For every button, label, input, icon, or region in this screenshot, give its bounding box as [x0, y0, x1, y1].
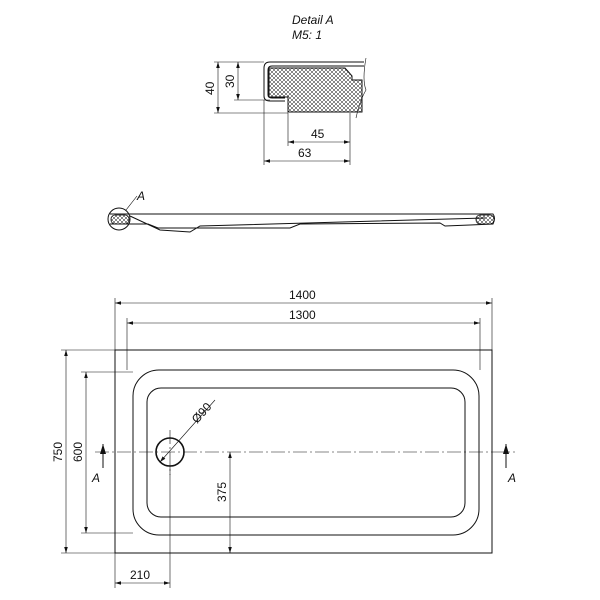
detail-a-marker: A [136, 189, 145, 203]
tray-outline [114, 349, 493, 554]
detail-a: Detail A M5: 1 40 30 45 63 [203, 13, 367, 165]
dim-30: 30 [223, 74, 237, 88]
side-view: A [107, 189, 495, 233]
cross-section-hatch [268, 67, 363, 113]
dim-600: 600 [71, 442, 85, 462]
dim-45: 45 [311, 127, 325, 141]
dim-40: 40 [203, 81, 217, 95]
dim-1300: 1300 [289, 308, 316, 322]
dim-63: 63 [298, 146, 312, 160]
dim-1400: 1400 [289, 288, 316, 302]
detail-title: Detail A [292, 13, 334, 27]
detail-a-callout-circle [107, 207, 131, 231]
plan-view: 1400 1300 750 600 Ø90 375 210 A A [51, 288, 516, 588]
detail-scale: M5: 1 [292, 28, 322, 42]
dim-750: 750 [51, 442, 65, 462]
dim-drain-diameter: Ø90 [189, 400, 215, 426]
basin-rim [132, 369, 480, 536]
section-marker-right: A [507, 471, 516, 485]
section-marker-left: A [91, 471, 100, 485]
dim-375: 375 [215, 482, 229, 502]
dim-210: 210 [130, 568, 150, 582]
basin-floor [146, 387, 466, 518]
